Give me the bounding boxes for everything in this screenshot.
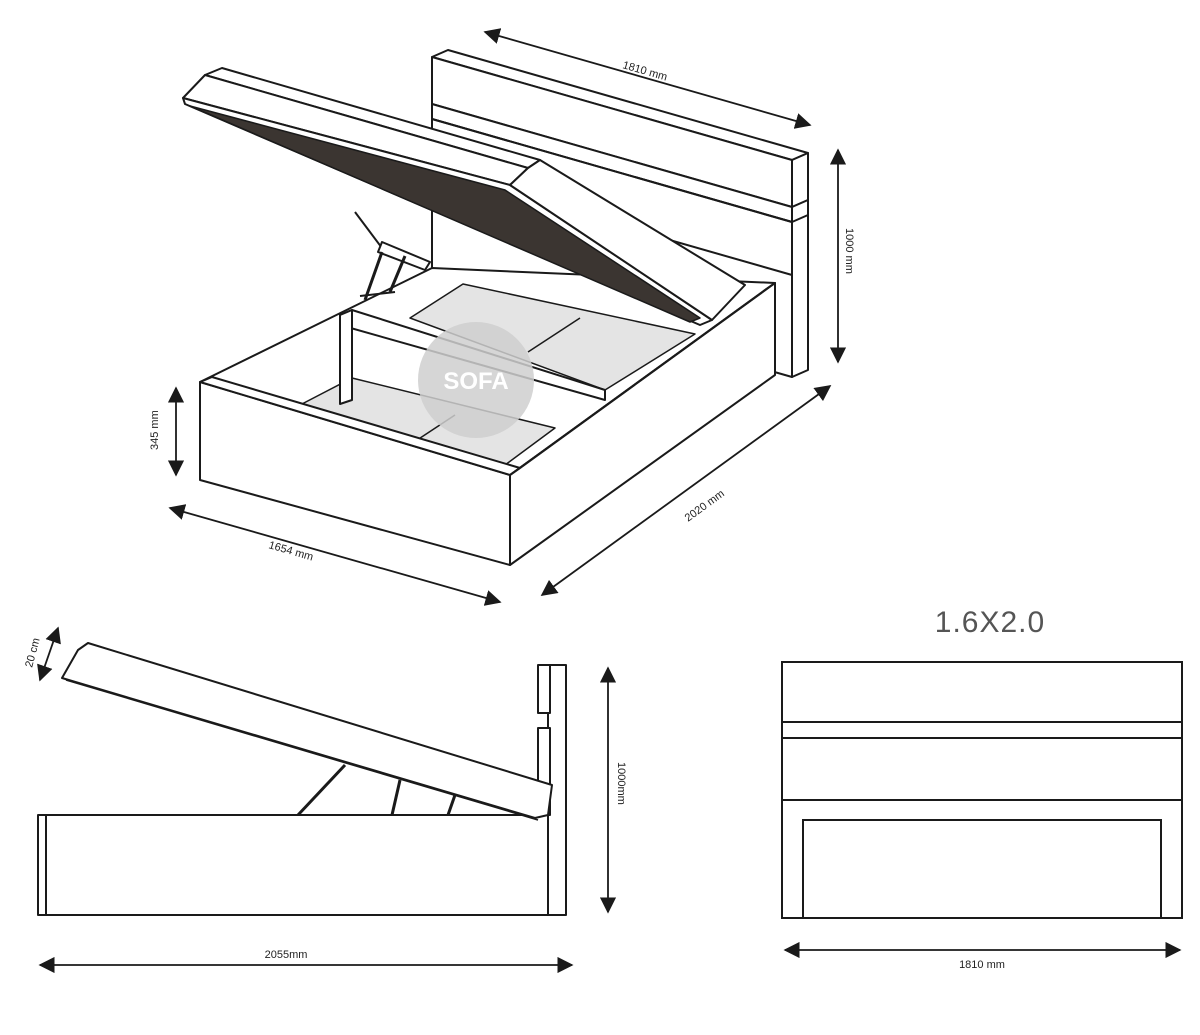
isometric-view: SOFA <box>182 49 809 566</box>
length-arrow <box>540 385 832 596</box>
slat-back <box>409 283 696 391</box>
side-height-label: 1000mm <box>615 762 627 805</box>
isometric-dimensions <box>167 28 847 606</box>
side-view <box>37 642 567 916</box>
lid-thickness-arrow <box>37 626 61 682</box>
front-view <box>781 661 1183 919</box>
base-width-arrow <box>168 504 502 606</box>
front-width-label: 1810 mm <box>959 959 1005 971</box>
front-drawer-panel <box>802 819 1162 919</box>
headboard-width-label: 1810 mm <box>621 59 668 83</box>
side-base <box>37 814 559 916</box>
length-label: 2020 mm <box>683 488 727 525</box>
headboard-height-label: 1000 mm <box>843 228 855 274</box>
lifted-lid <box>182 67 746 326</box>
lid-thickness-label: 20 cm <box>23 637 42 669</box>
side-length-label: 2055mm <box>265 949 308 961</box>
sofa-logo: SOFA <box>418 322 534 438</box>
size-label: 1.6X2.0 <box>935 606 1045 639</box>
side-lid <box>61 642 553 819</box>
headboard-width-arrow <box>483 28 812 129</box>
base-height-label: 345 mm <box>149 410 161 450</box>
lid-underside <box>189 105 701 323</box>
side-view-dimensions <box>37 626 617 974</box>
logo-text: SOFA <box>443 368 508 395</box>
